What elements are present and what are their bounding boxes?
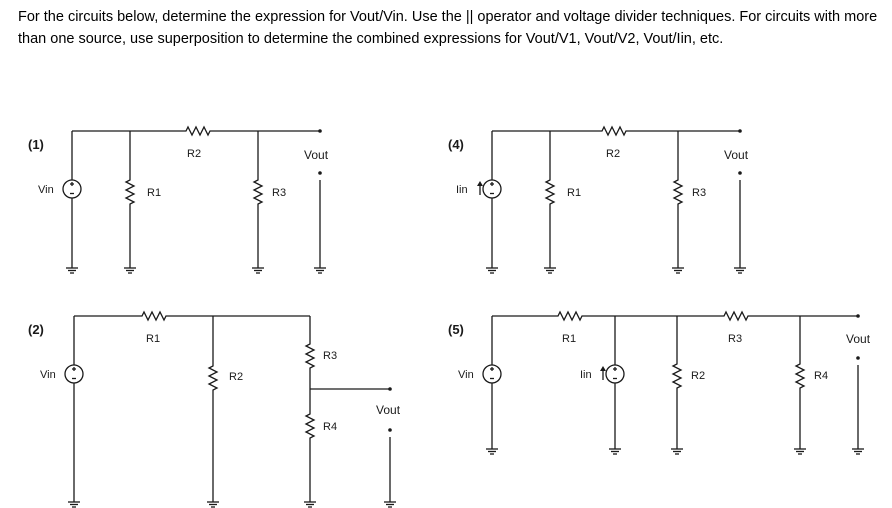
ground-icon (383, 495, 397, 508)
resistor-r1 (545, 175, 555, 209)
circuit-2: (2) R1 Vin R2 R3 R4 Vout (28, 311, 401, 508)
source-label: Iin (580, 369, 592, 381)
resistor-r4 (305, 409, 315, 443)
resistor-label: R3 (323, 350, 337, 362)
resistor-r2 (208, 361, 218, 395)
ground-icon (206, 495, 220, 508)
resistor-label: R1 (562, 333, 576, 345)
source-label: Vin (458, 369, 474, 381)
resistor-label: R2 (691, 370, 705, 382)
resistor-label: R2 (229, 371, 243, 383)
ground-icon (485, 261, 499, 274)
output-label: Vout (724, 148, 749, 162)
circuit-4: (4) R2 Iin R1 R3 Vout (448, 126, 749, 274)
resistor-label: R3 (272, 187, 286, 199)
resistor-r1 (553, 311, 587, 321)
resistor-label: R4 (814, 370, 828, 382)
voltage-source (64, 364, 84, 384)
ground-icon (670, 442, 684, 455)
voltage-source (482, 364, 502, 384)
ground-icon (65, 261, 79, 274)
ground-icon (793, 442, 807, 455)
source-label: Vin (38, 184, 54, 196)
voltage-source (62, 179, 82, 199)
resistor-r3 (253, 175, 263, 209)
ground-icon (251, 261, 265, 274)
resistor-label: R4 (323, 421, 337, 433)
ground-icon (608, 442, 622, 455)
resistor-r3 (673, 175, 683, 209)
resistor-label: R2 (187, 148, 201, 160)
circuit-1: (1) R2 Vin R1 R3 Vout (28, 126, 329, 274)
source-label: Vin (40, 369, 56, 381)
circuit-number: (1) (28, 137, 44, 152)
current-source (605, 364, 625, 384)
resistor-label: R1 (146, 333, 160, 345)
ground-icon (313, 261, 327, 274)
circuit-number: (5) (448, 322, 464, 337)
ground-icon (303, 495, 317, 508)
resistor-r3 (719, 311, 753, 321)
output-label: Vout (376, 403, 401, 417)
resistor-r1 (137, 311, 171, 321)
resistor-r4 (795, 359, 805, 393)
output-label: Vout (846, 332, 871, 346)
resistor-r2 (181, 126, 215, 136)
resistor-label: R3 (728, 333, 742, 345)
output-label: Vout (304, 148, 329, 162)
ground-icon (733, 261, 747, 274)
ground-icon (543, 261, 557, 274)
source-label: Iin (456, 184, 468, 196)
resistor-label: R1 (147, 187, 161, 199)
resistor-label: R2 (606, 148, 620, 160)
ground-icon (851, 442, 865, 455)
circuit-5: (5) R1 R3 Vin Iin R2 R4 Vou (448, 311, 871, 455)
ground-icon (671, 261, 685, 274)
ground-icon (485, 442, 499, 455)
current-source (482, 179, 502, 199)
resistor-r2 (597, 126, 631, 136)
resistor-label: R1 (567, 187, 581, 199)
resistor-r2 (672, 359, 682, 393)
resistor-label: R3 (692, 187, 706, 199)
resistor-r3 (305, 339, 315, 373)
circuit-number: (4) (448, 137, 464, 152)
ground-icon (67, 495, 81, 508)
problem-statement: For the circuits below, determine the ex… (18, 9, 878, 47)
ground-icon (123, 261, 137, 274)
circuit-number: (2) (28, 322, 44, 337)
resistor-r1 (125, 175, 135, 209)
